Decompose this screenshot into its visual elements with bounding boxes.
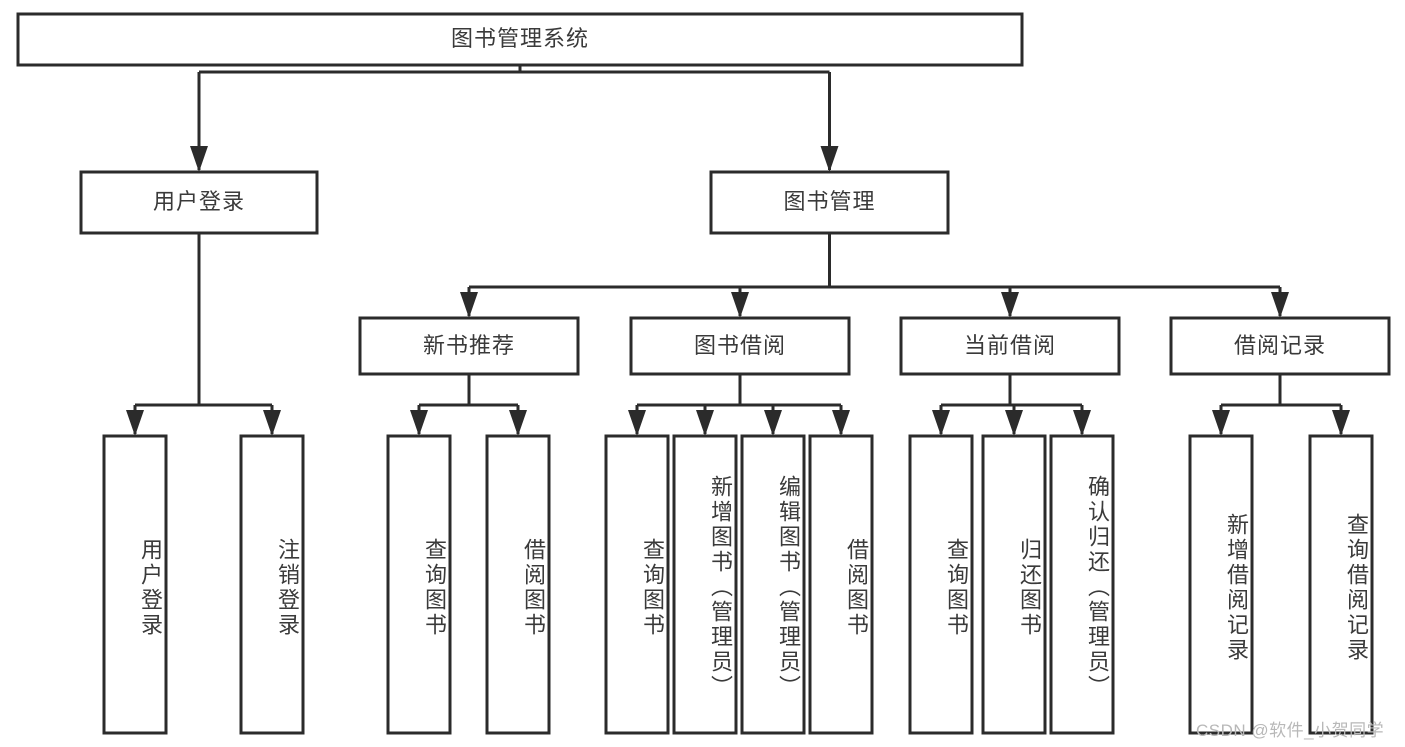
node-box-root[interactable] bbox=[16, 12, 1024, 67]
node-box-borrow-record[interactable] bbox=[1169, 316, 1391, 376]
connector-layer bbox=[126, 65, 1350, 436]
node-box-leaf-query-book-2[interactable] bbox=[604, 434, 670, 735]
node-box-leaf-user-login[interactable] bbox=[102, 434, 168, 735]
arrow-head-icon bbox=[509, 410, 527, 436]
node-box-book-manage[interactable] bbox=[709, 170, 950, 235]
node-box-leaf-borrow-book-1[interactable] bbox=[485, 434, 551, 735]
arrow-head-icon bbox=[932, 410, 950, 436]
node-box-leaf-logout[interactable] bbox=[239, 434, 305, 735]
arrow-head-icon bbox=[1271, 292, 1289, 318]
box-layer bbox=[16, 12, 1391, 735]
arrow-head-icon bbox=[820, 146, 839, 172]
node-box-leaf-confirm-return[interactable] bbox=[1049, 434, 1115, 735]
arrow-head-icon bbox=[832, 410, 850, 436]
arrow-head-icon bbox=[1212, 410, 1230, 436]
arrow-head-icon bbox=[126, 410, 144, 436]
arrow-head-icon bbox=[263, 410, 281, 436]
arrow-head-icon bbox=[731, 292, 749, 318]
arrow-head-icon bbox=[1005, 410, 1023, 436]
arrow-head-icon bbox=[190, 146, 208, 172]
arrow-head-icon bbox=[1001, 292, 1019, 318]
node-box-leaf-edit-book[interactable] bbox=[740, 434, 806, 735]
arrow-head-icon bbox=[1073, 410, 1091, 436]
node-box-leaf-borrow-book-2[interactable] bbox=[808, 434, 874, 735]
arrow-head-icon bbox=[764, 410, 782, 436]
arrow-head-icon bbox=[1332, 410, 1350, 436]
node-box-book-borrow[interactable] bbox=[629, 316, 851, 376]
arrow-head-icon bbox=[696, 410, 714, 436]
node-box-leaf-query-book-1[interactable] bbox=[386, 434, 452, 735]
node-box-leaf-return-book[interactable] bbox=[981, 434, 1047, 735]
node-box-leaf-query-record[interactable] bbox=[1308, 434, 1374, 735]
node-box-new-book-rec[interactable] bbox=[358, 316, 580, 376]
node-box-user-login[interactable] bbox=[79, 170, 319, 235]
node-box-current-borrow[interactable] bbox=[899, 316, 1121, 376]
node-box-leaf-query-book-3[interactable] bbox=[908, 434, 974, 735]
node-box-leaf-add-record[interactable] bbox=[1188, 434, 1254, 735]
csdn-watermark: CSDN @软件_小贺同学 bbox=[1196, 721, 1385, 740]
node-box-leaf-add-book[interactable] bbox=[672, 434, 738, 735]
arrow-head-icon bbox=[410, 410, 428, 436]
arrow-head-icon bbox=[628, 410, 646, 436]
arrow-head-icon bbox=[460, 292, 478, 318]
